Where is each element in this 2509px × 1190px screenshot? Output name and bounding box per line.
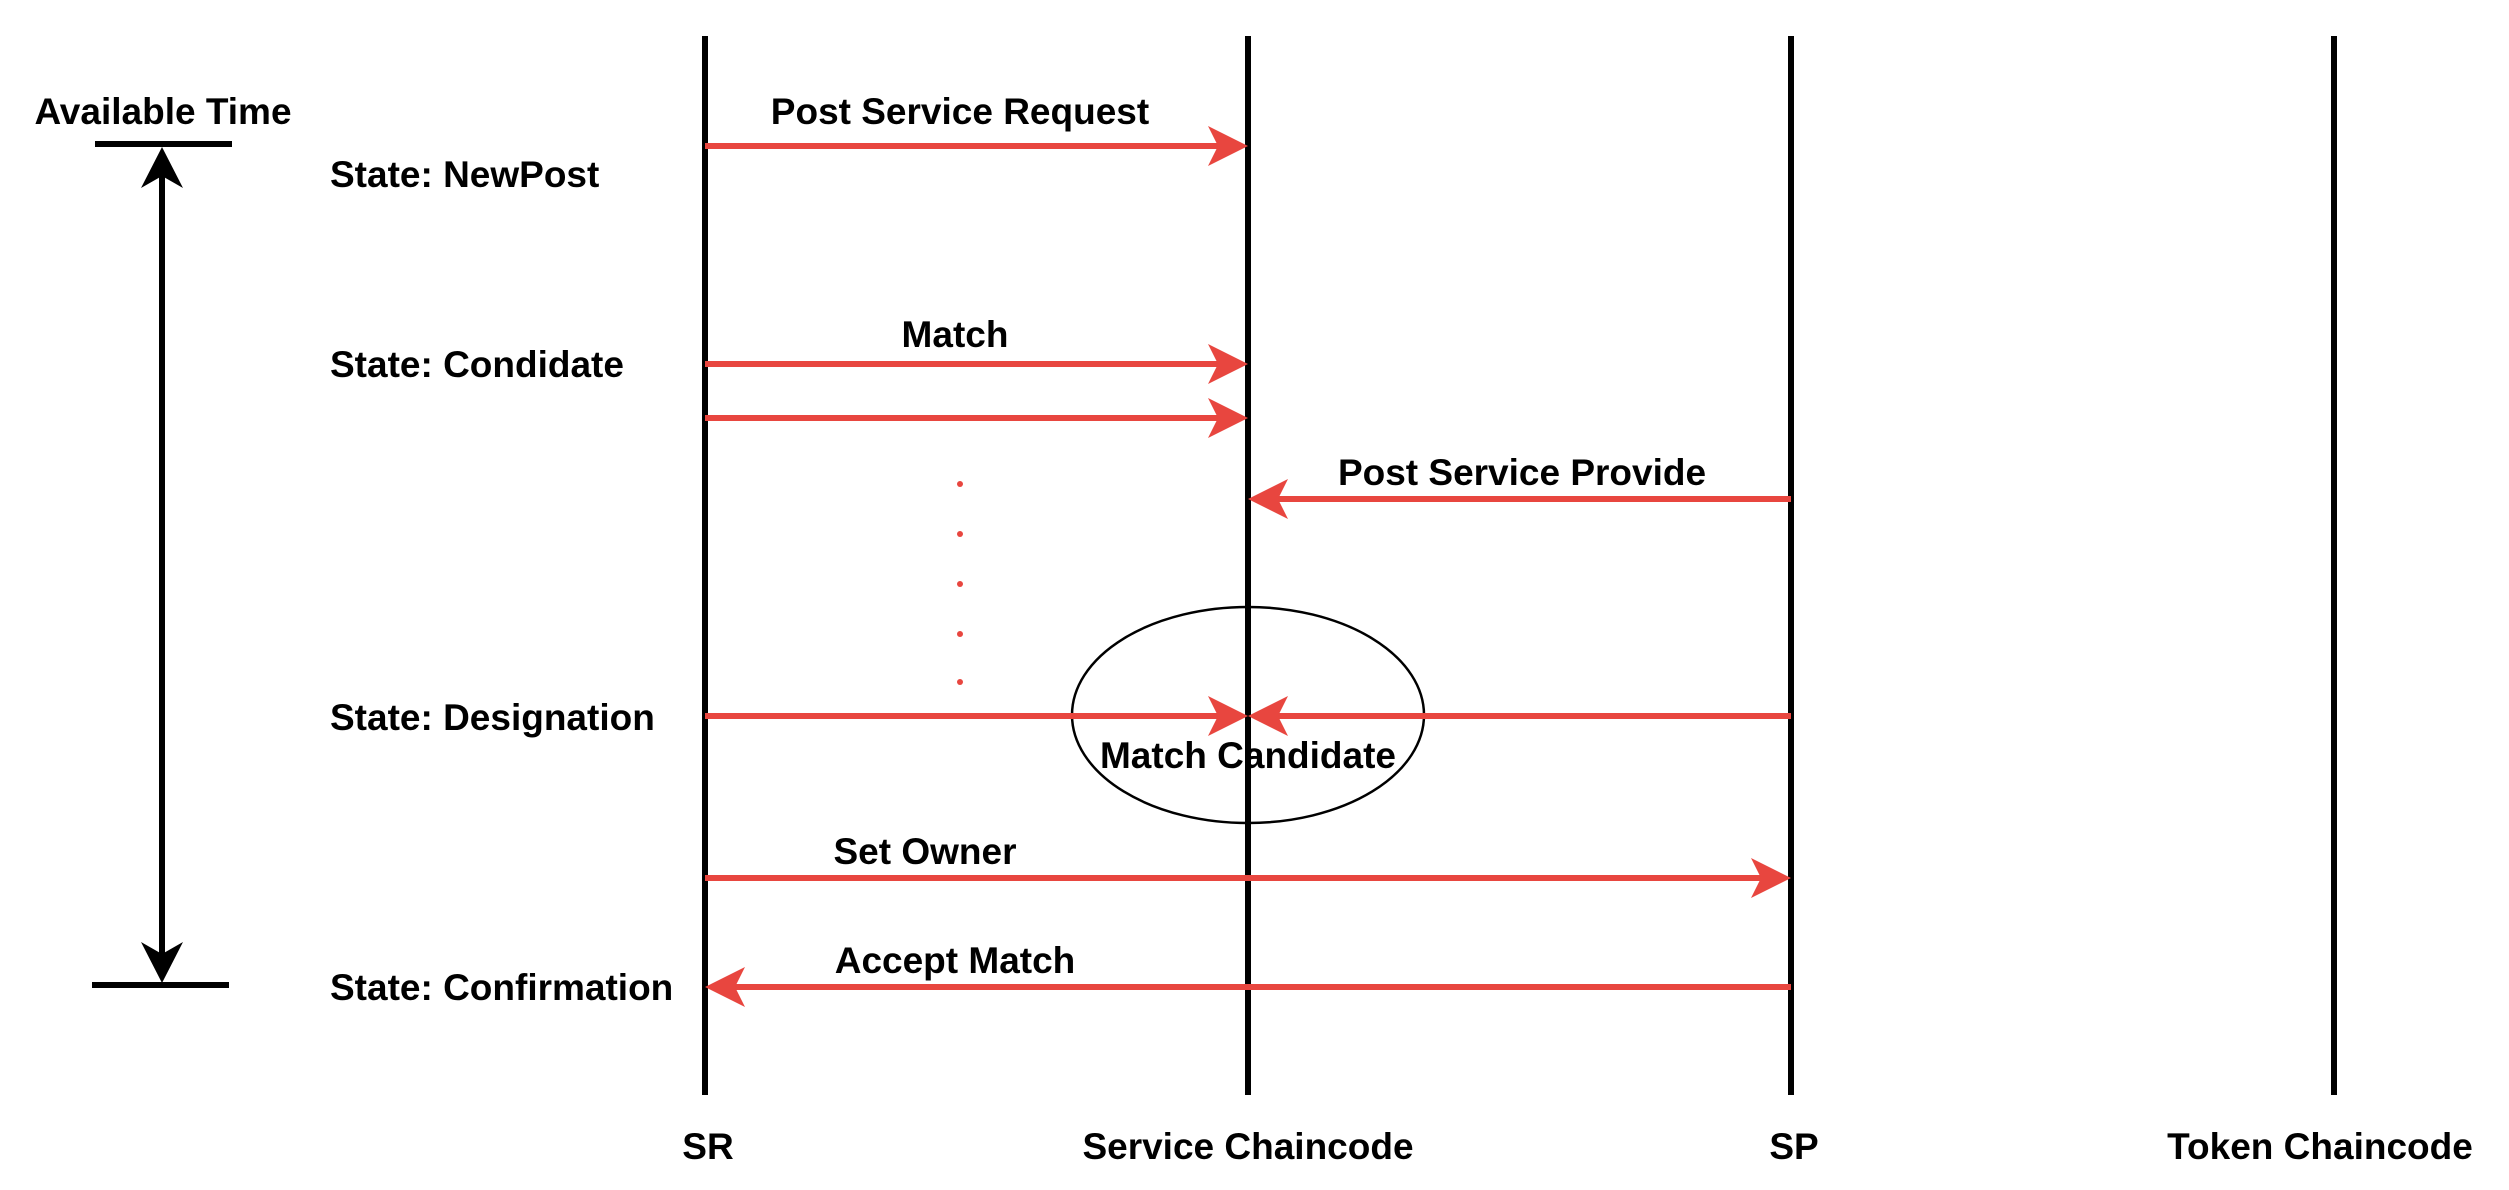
arrowhead-left-icon (705, 967, 745, 1007)
ellipsis-dot (957, 531, 963, 537)
available-time-indicator: Available Time (34, 91, 292, 988)
message-designation-from-sp (1248, 696, 1791, 736)
arrowhead-right-icon (1208, 344, 1248, 384)
match-candidate-label: Match Candidate (1100, 735, 1396, 776)
ellipsis-dot (957, 481, 963, 487)
arrowhead-right-icon (1751, 858, 1791, 898)
message-set-owner: Set Owner (705, 831, 1791, 898)
message-label: Post Service Request (771, 91, 1149, 132)
message-post-service-request: Post Service Request (705, 91, 1248, 166)
available-time-label: Available Time (34, 91, 291, 132)
participant-label-token-chaincode: Token Chaincode (2167, 1126, 2473, 1167)
participant-labels: SR Service Chaincode SP Token Chaincode (682, 1126, 2473, 1167)
message-label: Match (902, 314, 1009, 355)
arrowhead-left-icon (1248, 696, 1288, 736)
ellipsis-dot (957, 631, 963, 637)
ellipsis-dots (957, 481, 963, 685)
arrowhead-left-icon (1248, 479, 1288, 519)
state-label-designation: State: Designation (330, 697, 655, 738)
message-label: Post Service Provide (1338, 452, 1706, 493)
ellipsis-dot (957, 679, 963, 685)
available-time-up-arrowhead (141, 147, 183, 188)
arrowhead-right-icon (1208, 126, 1248, 166)
state-label-condidate: State: Condidate (330, 344, 624, 385)
messages: Post Service Request Match Post Service … (705, 91, 1791, 1007)
state-labels: State: NewPost State: Condidate State: D… (330, 154, 673, 1008)
lifelines (702, 36, 2337, 1095)
participant-label-sp: SP (1769, 1126, 1818, 1167)
message-label: Set Owner (834, 831, 1017, 872)
available-time-down-arrowhead (141, 942, 183, 983)
message-designation-from-sr (705, 696, 1248, 736)
match-candidate-group: Match Candidate (1070, 605, 1426, 825)
participant-label-service-chaincode: Service Chaincode (1082, 1126, 1413, 1167)
arrowhead-right-icon (1208, 398, 1248, 438)
message-label: Accept Match (835, 940, 1076, 981)
participant-label-sr: SR (682, 1126, 733, 1167)
message-accept-match: Accept Match (705, 940, 1791, 1007)
message-match-repeat (705, 398, 1248, 438)
message-match: Match (705, 314, 1248, 384)
state-label-newpost: State: NewPost (330, 154, 599, 195)
message-post-service-provide: Post Service Provide (1248, 452, 1791, 519)
arrowhead-right-icon (1208, 696, 1248, 736)
ellipsis-dot (957, 581, 963, 587)
state-label-confirmation: State: Confirmation (330, 967, 673, 1008)
